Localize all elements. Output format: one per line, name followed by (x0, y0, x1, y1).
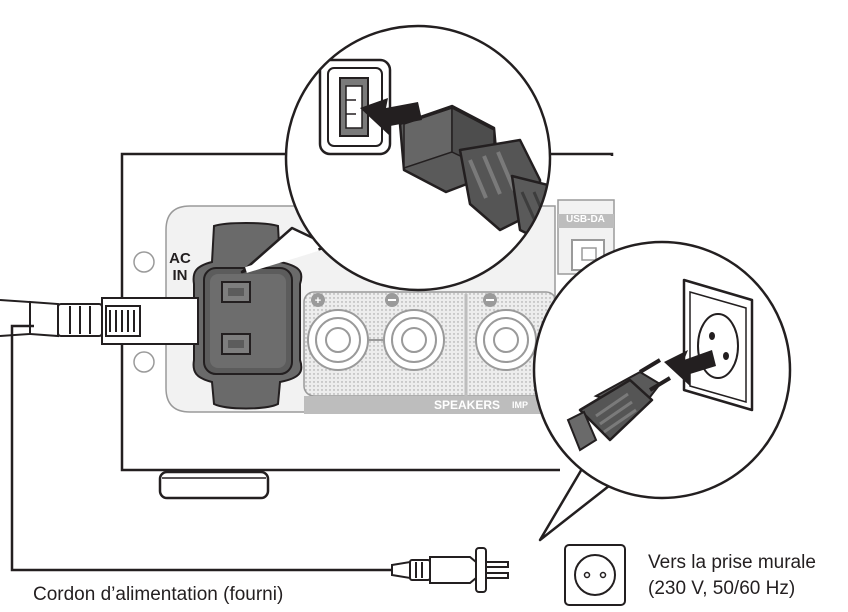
screw-hole-top (133, 251, 155, 273)
wall-socket-icon (564, 544, 626, 606)
impedance-label: IMP (512, 400, 529, 410)
wall-outlet-caption-line2: (230 V, 50/60 Hz) (648, 578, 796, 599)
speakers-label: SPEAKERS (434, 398, 501, 412)
zoom-bubble-wall-outlet (532, 240, 792, 542)
ac-in-line2: IN (172, 267, 188, 284)
iec-plug-connected (0, 297, 199, 345)
speaker-terminal-plus-a (307, 309, 369, 371)
wall-outlet-caption-line1: Vers la prise murale (648, 552, 816, 573)
ac-inlet (192, 222, 303, 410)
svg-text:+: + (315, 295, 321, 307)
speaker-terminal-minus-a (383, 309, 445, 371)
zoom-bubble-ac-inlet (240, 24, 552, 292)
usb-dac-label: USB-DA (566, 214, 605, 225)
power-cord-line (10, 324, 392, 572)
power-plug-small (391, 547, 509, 593)
speaker-terminals: + (303, 291, 557, 414)
power-cord-caption: Cordon d’alimentation (fourni) (33, 584, 284, 605)
ac-in-label: AC IN (165, 250, 195, 284)
ac-in-line1: AC (169, 250, 191, 267)
speaker-terminal-plus-b (475, 309, 537, 371)
device-foot (158, 470, 270, 500)
screw-hole-bottom (133, 351, 155, 373)
